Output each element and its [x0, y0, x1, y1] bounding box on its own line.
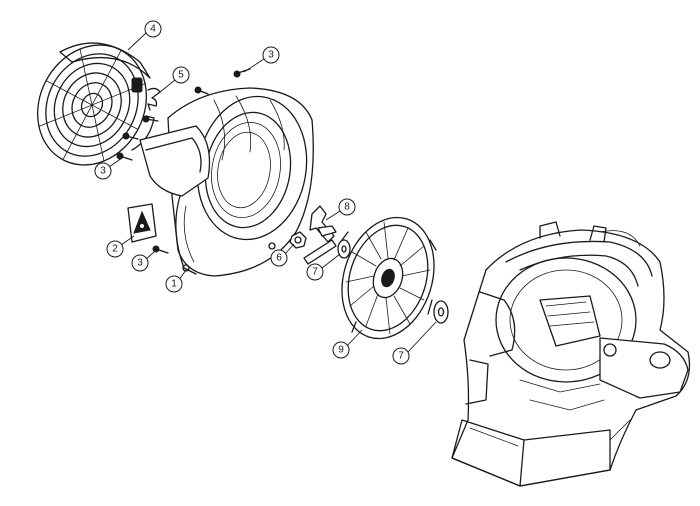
fan-wrench — [309, 205, 337, 243]
screw-top-b — [194, 86, 209, 95]
callout-1: 1 — [165, 275, 183, 293]
callout-6: 6 — [270, 249, 288, 267]
washer-a — [337, 239, 351, 259]
screw-bottom — [152, 245, 169, 254]
svg-text:1: 1 — [171, 279, 177, 290]
fan-housing — [139, 87, 314, 277]
svg-text:6: 6 — [276, 253, 282, 264]
callout-5: 5 — [172, 66, 190, 84]
svg-text:4: 4 — [150, 24, 156, 35]
callout-9: 9 — [332, 341, 350, 359]
svg-text:7: 7 — [398, 351, 404, 362]
callout-3-left: 3 — [94, 162, 112, 180]
shaft-pin — [303, 239, 337, 265]
leader-lines — [108, 32, 437, 353]
callout-3-bottom: 3 — [131, 254, 149, 272]
svg-text:7: 7 — [312, 267, 318, 278]
svg-text:2: 2 — [112, 244, 118, 255]
screw-left-b — [122, 132, 139, 140]
svg-text:9: 9 — [338, 345, 344, 356]
fan-impeller — [341, 216, 437, 340]
washer-b — [433, 300, 449, 324]
screw-left-c — [116, 152, 133, 161]
callout-7-a: 7 — [306, 263, 324, 281]
callout-3-top: 3 — [262, 46, 280, 64]
svg-text:8: 8 — [344, 202, 350, 213]
callout-8: 8 — [338, 198, 356, 216]
screw-left-a — [142, 115, 159, 123]
screw-top — [233, 68, 251, 78]
callout-2: 2 — [106, 240, 124, 258]
svg-text:3: 3 — [137, 258, 143, 269]
callout-7-b: 7 — [392, 347, 410, 365]
callout-4: 4 — [144, 20, 162, 38]
engine-assembly — [451, 221, 691, 487]
intake-screen — [36, 42, 155, 166]
warning-label — [127, 203, 157, 243]
svg-text:5: 5 — [178, 70, 184, 81]
svg-text:3: 3 — [268, 50, 274, 61]
svg-text:3: 3 — [100, 166, 106, 177]
clip — [147, 87, 161, 111]
